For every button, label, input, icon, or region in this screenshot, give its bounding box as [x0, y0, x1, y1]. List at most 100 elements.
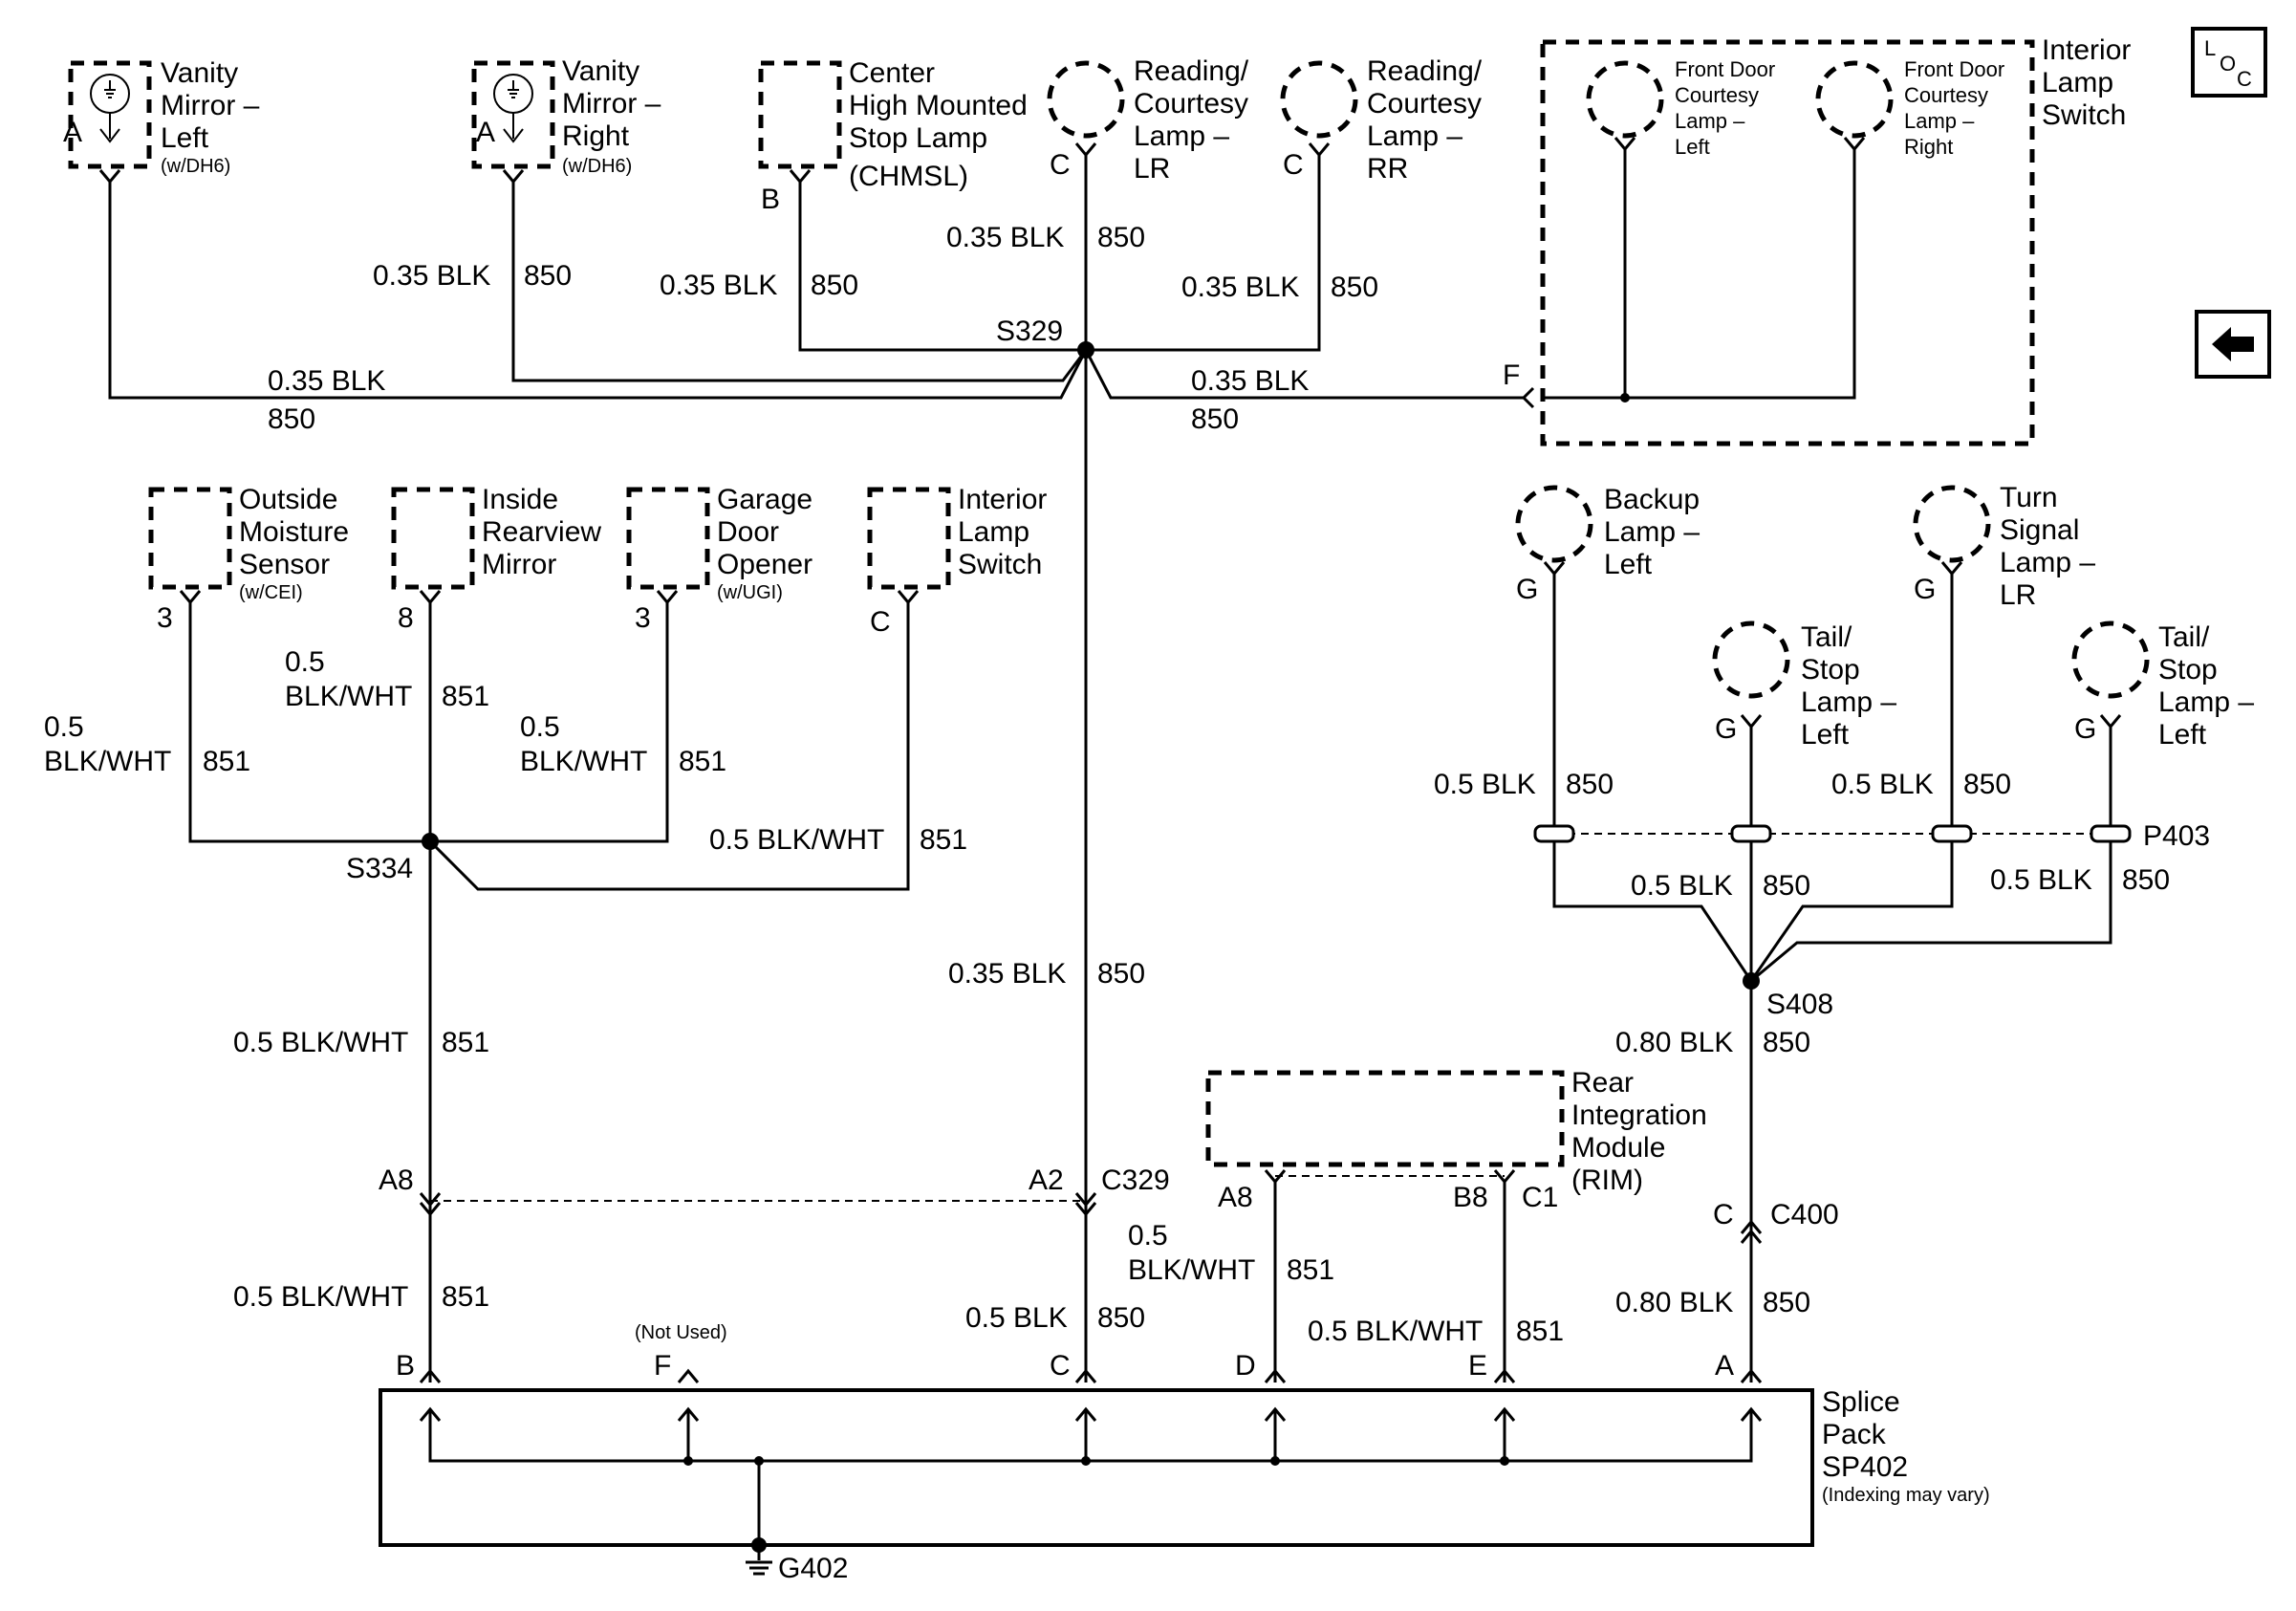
wire-circuit-label: 850 — [1763, 1287, 1810, 1318]
component-label: Door — [717, 516, 779, 548]
pin-label: A — [1715, 1350, 1734, 1382]
wire-gauge-label: 0.5 BLK — [1990, 864, 2092, 896]
vanity-mirror-right: A Vanity Mirror – Right (w/DH6) — [471, 55, 661, 185]
component-label: Rearview — [482, 516, 601, 548]
location-icon[interactable]: L O C — [2191, 27, 2267, 98]
pin-label: A2 — [1029, 1165, 1064, 1196]
component-label: Signal — [2000, 514, 2079, 546]
pin-label: B — [396, 1350, 415, 1382]
component-label: Lamp – — [1367, 120, 1462, 152]
pin-label: C1 — [1522, 1182, 1558, 1213]
interior-lamp-switch-top: Front Door Courtesy Lamp – Left Front Do… — [1503, 34, 2131, 446]
component-label: Switch — [958, 549, 1042, 580]
component-label: Front Door — [1904, 57, 2004, 81]
component-label: RR — [1367, 153, 1408, 185]
wire-gauge-label: 0.5 — [520, 711, 560, 743]
wire-circuit-label: 851 — [203, 746, 250, 777]
wire-gauge-label: 0.5 BLK/WHT — [233, 1027, 408, 1058]
wire-gauge-label: BLK/WHT — [44, 746, 171, 777]
wire-gauge-label: 0.35 BLK — [1191, 365, 1309, 397]
component-label: Lamp — [2042, 67, 2113, 98]
pin-label: G — [1914, 574, 1936, 605]
wire-circuit-label: 850 — [1097, 958, 1145, 990]
component-label: Sensor — [239, 549, 330, 580]
pin-label: E — [1468, 1350, 1487, 1382]
ground-label: G402 — [778, 1553, 848, 1584]
lower-wire-labels: 0.5 BLK/WHT 851 0.5 BLK 850 0.5 BLK/WHT … — [233, 1214, 1810, 1382]
component-label: Tail/ — [1801, 621, 1852, 653]
component-label: Inside — [482, 484, 558, 515]
pin-label: 3 — [635, 602, 651, 634]
component-label: Switch — [2042, 99, 2126, 131]
wire-circuit-label: 850 — [2122, 864, 2170, 896]
interior-lamp-switch-mid: C Interior Lamp Switch — [867, 484, 1047, 638]
wire-circuit-label: 850 — [524, 260, 572, 292]
component-label: Lamp – — [1904, 109, 1975, 133]
pin-label: A8 — [1218, 1182, 1253, 1213]
component-label: Center — [849, 57, 935, 89]
wire-circuit-label: 850 — [1763, 1027, 1810, 1058]
pin-label: C — [1713, 1199, 1734, 1230]
pin-note: (Not Used) — [635, 1322, 727, 1343]
component-label: Interior — [2042, 34, 2131, 66]
component-label: Interior — [958, 484, 1047, 515]
connector-label: C400 — [1770, 1199, 1839, 1230]
wire-circuit-label: 851 — [1516, 1316, 1564, 1347]
pin-label: G — [1516, 574, 1538, 605]
outside-moisture-sensor: 3 Outside Moisture Sensor (w/CEI) — [148, 484, 349, 634]
wire-gauge-label: 0.35 BLK — [1181, 272, 1299, 303]
component-label: Opener — [717, 549, 812, 580]
pin-label: A — [63, 117, 82, 148]
wire-gauge-label: 0.80 BLK — [1615, 1027, 1733, 1058]
wire-circuit-label: 851 — [442, 681, 489, 712]
component-label: Reading/ — [1134, 55, 1249, 87]
pin-label: A8 — [379, 1165, 414, 1196]
wire-gauge-label: 0.35 BLK — [948, 958, 1066, 990]
component-label: Turn — [2000, 482, 2058, 513]
pin-label: C — [870, 606, 891, 638]
sp402-internal-bus — [419, 1406, 1763, 1545]
splice-pack-sp402: B F (Not Used) C D E A Splice Pack SP402… — [379, 1322, 1990, 1547]
vanity-mirror-left: A Vanity Mirror – Left (w/DH6) — [63, 57, 260, 185]
connector-c400: C C400 — [1713, 1199, 1839, 1382]
component-label: Courtesy — [1675, 83, 1759, 107]
wire-circuit-label: 850 — [1097, 1302, 1145, 1334]
loc-letter: O — [2220, 52, 2236, 76]
component-label: Mirror – — [562, 88, 661, 120]
pin-label: G — [2074, 713, 2096, 745]
garage-door-opener: 3 Garage Door Opener (w/UGI) — [626, 484, 812, 634]
component-label: LR — [1134, 153, 1170, 185]
component-label: Front Door — [1675, 57, 1775, 81]
component-label: Integration — [1571, 1099, 1707, 1131]
wire-gauge-label: BLK/WHT — [520, 746, 647, 777]
wire-gauge-label: 0.5 BLK — [1831, 769, 1934, 800]
wire-circuit-label: 850 — [268, 403, 315, 435]
backup-lamp-left: G Backup Lamp – Left — [1515, 484, 1700, 605]
wire-circuit-label: 851 — [442, 1027, 489, 1058]
splice-label: S334 — [346, 853, 413, 884]
left-arrow-icon[interactable] — [2195, 310, 2271, 379]
wires-s334: S334 0.5 BLK/WHT 851 0.5 BLK/WHT 851 0.5… — [44, 602, 1145, 1367]
component-label: Stop — [1801, 654, 1860, 686]
wire-circuit-label: 850 — [1963, 769, 2011, 800]
option-label: (w/DH6) — [161, 156, 230, 177]
wire-gauge-label: 0.80 BLK — [1615, 1287, 1733, 1318]
pin-label: D — [1235, 1350, 1256, 1382]
component-label: Stop Lamp — [849, 122, 987, 154]
splice-label: S329 — [996, 316, 1063, 347]
component-label: Lamp – — [2158, 686, 2254, 718]
wire-circuit-label: 851 — [679, 746, 726, 777]
component-label: Outside — [239, 484, 337, 515]
component-label: (CHMSL) — [849, 161, 968, 192]
wire-gauge-label: 0.5 — [1128, 1220, 1168, 1252]
option-label: (w/UGI) — [717, 582, 783, 603]
option-label: (w/DH6) — [562, 156, 632, 177]
component-label: Lamp – — [1134, 120, 1229, 152]
component-label: Courtesy — [1904, 83, 1988, 107]
wire-gauge-label: 0.5 BLK — [965, 1302, 1068, 1334]
wire-circuit-label: 851 — [442, 1281, 489, 1313]
connector-label: P403 — [2143, 820, 2210, 852]
rear-integration-module: Rear Integration Module (RIM) A8 B8 C1 — [1205, 1067, 1707, 1382]
splice-s334-dot — [422, 833, 439, 850]
component-label: Moisture — [239, 516, 349, 548]
